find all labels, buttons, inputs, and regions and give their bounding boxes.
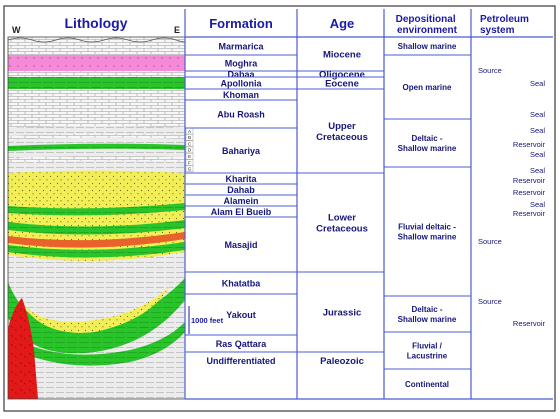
petroleum-reservoir-9: Reservoir xyxy=(513,188,546,197)
alam-el-bueib-lower-green xyxy=(8,242,185,258)
khoman-chalk xyxy=(8,100,185,128)
abu-roash-member-box-e xyxy=(185,152,194,160)
age-jurassic: Jurassic xyxy=(323,308,362,319)
environment-4: Fluvial deltaic -Shallow marine xyxy=(398,223,457,242)
petroleum-reservoir-11: Reservoir xyxy=(513,209,546,218)
abu-roash-member-g: G xyxy=(188,167,192,172)
lithology-east-label: E xyxy=(174,25,180,35)
petroleum-seal-6: Seal xyxy=(530,150,545,159)
scale-label: 1000 feet xyxy=(191,316,224,325)
alam-el-bueib-shale xyxy=(8,252,185,272)
formation-bahariya: Bahariya xyxy=(222,146,261,156)
khatatba-yellow-lens xyxy=(20,286,170,333)
petroleum-source-13: Source xyxy=(478,297,502,306)
formation-yakout: Yakout xyxy=(226,310,256,320)
abu-roash-member-box-b xyxy=(185,134,194,141)
dabaa-shale xyxy=(8,77,185,89)
age-miocene: Miocene xyxy=(323,50,361,61)
formation-masajid: Masajid xyxy=(224,240,257,250)
formation-alamein: Alamein xyxy=(223,196,258,206)
formation-khoman: Khoman xyxy=(223,90,259,100)
environment-header-line1: Depositional xyxy=(396,14,456,25)
petroleum-reservoir-8: Reservoir xyxy=(513,176,546,185)
petroleum-reservoir-5: Reservoir xyxy=(513,140,546,149)
formation-undifferentiated: Undifferentiated xyxy=(206,356,275,366)
petroleum-seal-7: Seal xyxy=(530,166,545,175)
formation-alam-el-bueib: Alam El Bueib xyxy=(211,207,272,217)
abu-roash-member-box-c xyxy=(185,140,194,147)
environment-7: Continental xyxy=(405,380,449,389)
abu-roash-member-a: A xyxy=(188,129,192,134)
age-oligocene: Oligocene xyxy=(319,70,365,81)
petroleum-source-12: Source xyxy=(478,237,502,246)
age-paleozoic: Paleozoic xyxy=(320,356,364,367)
abu-roash-member-box-f xyxy=(185,159,194,166)
formation-abu-roash: Abu Roash xyxy=(217,110,265,120)
environment-header-line2: environment xyxy=(397,25,458,36)
abu-roash-member-box-g xyxy=(185,165,194,173)
formation-dabaa: Dabaa xyxy=(227,70,255,80)
environment-6: Fluvial /Lacustrine xyxy=(407,342,448,361)
formation-kharita: Kharita xyxy=(225,174,257,184)
abu-roash-member-box-d xyxy=(185,146,194,154)
lithology-column xyxy=(8,37,185,399)
petroleum-header-line1: Petroleum xyxy=(480,14,529,25)
table-grid xyxy=(184,9,553,400)
petroleum-column: SourceSealSealSealReservoirSealSealReser… xyxy=(478,66,545,328)
abu-roash-member-f: F xyxy=(188,160,191,165)
alam-el-bueib-orange-band xyxy=(8,232,185,248)
abu-roash-member-e: E xyxy=(188,154,191,159)
petroleum-seal-4: Seal xyxy=(530,126,545,135)
formation-apollonia: Apollonia xyxy=(221,79,263,89)
yakout-green-band xyxy=(8,322,185,366)
formation-moghra: Moghra xyxy=(225,59,258,69)
formation-dahab: Dahab xyxy=(227,185,255,195)
petroleum-seal-10: Seal xyxy=(530,200,545,209)
petroleum-header-line2: system xyxy=(480,25,515,36)
environment-2: Open marine xyxy=(403,83,452,92)
age-eocene: Eocene xyxy=(325,79,359,90)
lithology-header: Lithology xyxy=(65,15,128,31)
petroleum-source-1: Source xyxy=(478,66,502,75)
formation-ras-qattara: Ras Qattara xyxy=(216,339,268,349)
alamein-green-band xyxy=(8,220,185,235)
basement-high xyxy=(8,298,38,399)
environment-header: Depositional environment xyxy=(396,14,459,36)
marmarica-carbonate xyxy=(8,37,185,55)
apollonia-carbonate xyxy=(8,89,185,100)
kharita-green-band xyxy=(8,203,185,216)
petroleum-seal-3: Seal xyxy=(530,110,545,119)
formation-khatatba: Khatatba xyxy=(222,279,261,289)
lithology-west-label: W xyxy=(12,25,21,35)
header-row: W Lithology E Formation Age Depositional… xyxy=(12,14,532,36)
formation-header: Formation xyxy=(209,16,273,31)
abu-roash-member-d: D xyxy=(188,148,192,153)
age-header: Age xyxy=(330,16,355,31)
abu-roash-member-c: C xyxy=(188,141,192,146)
environment-5: Deltaic -Shallow marine xyxy=(398,305,457,324)
abu-roash-member-b: B xyxy=(188,135,191,140)
environment-1: Shallow marine xyxy=(398,42,457,51)
petroleum-header: Petroleum system xyxy=(480,14,532,36)
environment-3: Deltaic -Shallow marine xyxy=(398,134,457,153)
moghra-pink-unit xyxy=(8,55,185,71)
petroleum-seal-2: Seal xyxy=(530,79,545,88)
petroleum-reservoir-14: Reservoir xyxy=(513,319,546,328)
formation-marmarica: Marmarica xyxy=(218,42,264,52)
masajid-green-basin xyxy=(8,278,185,354)
